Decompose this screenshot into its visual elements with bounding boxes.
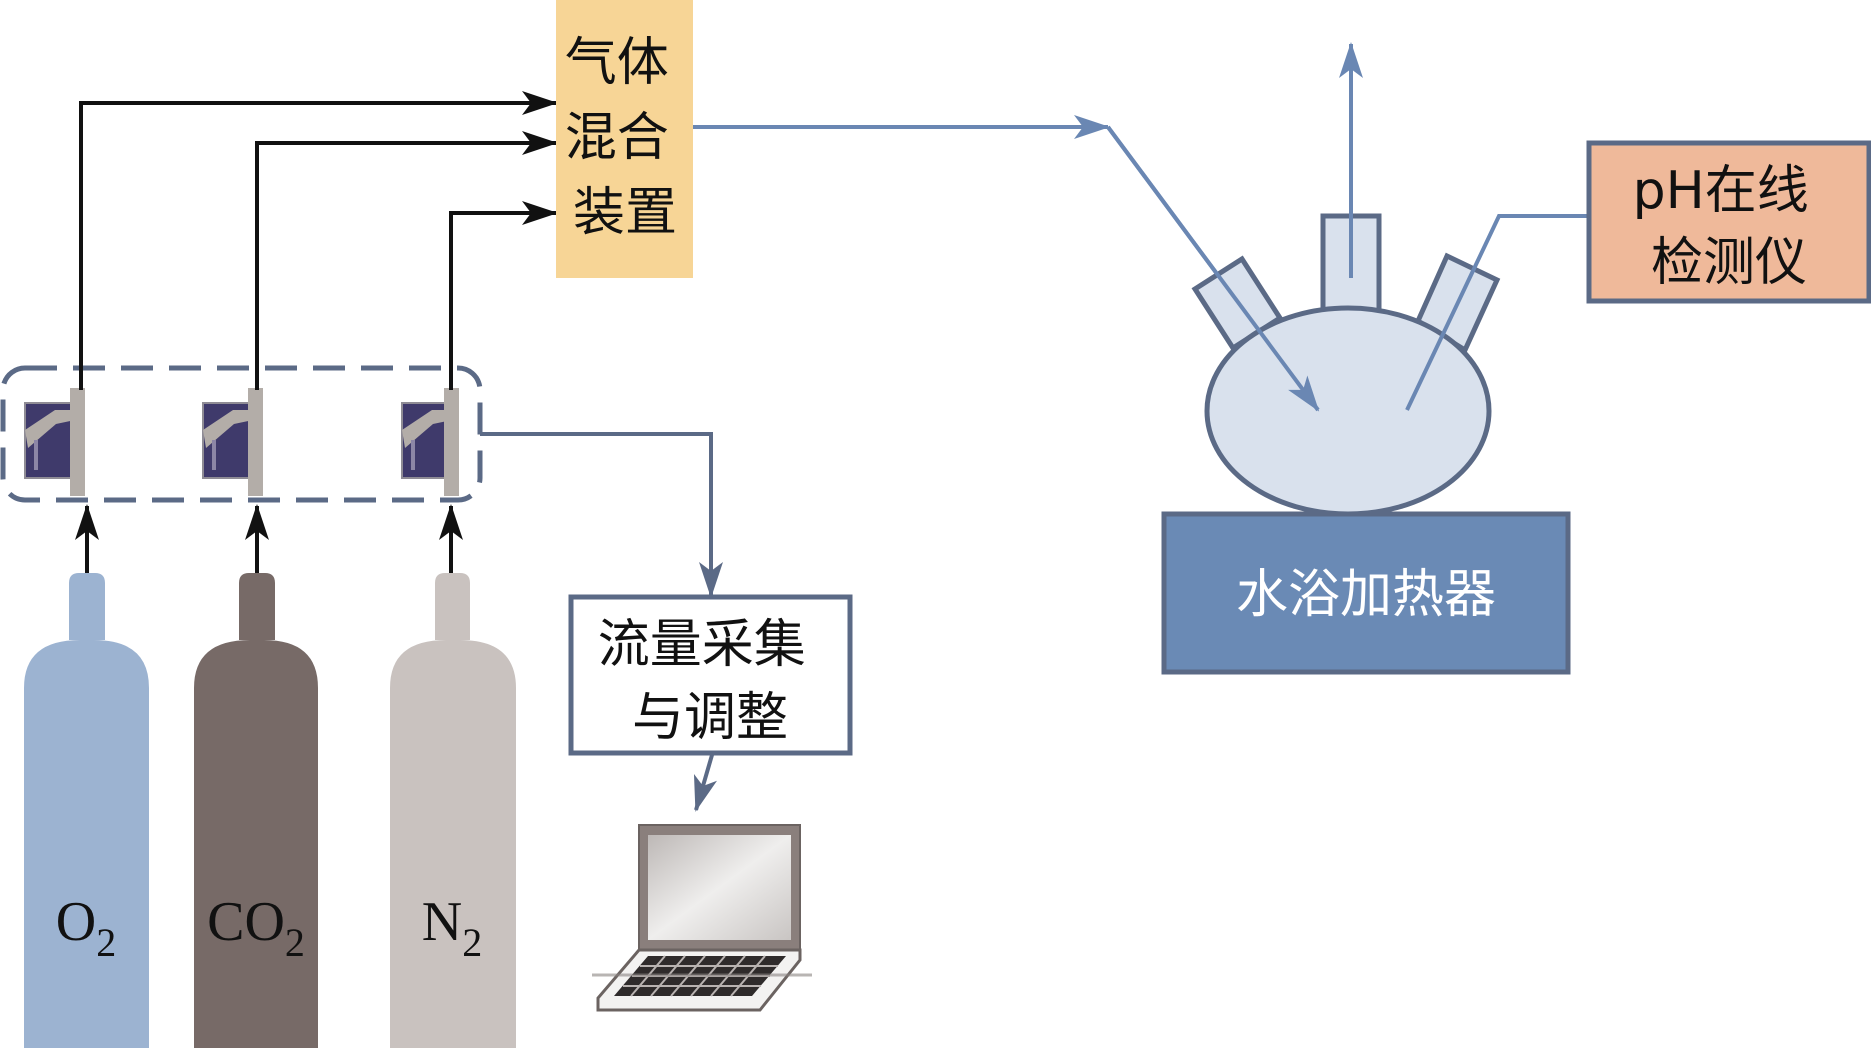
flask-inlet-line-overlay [1106, 125, 1320, 412]
flowmeter-indicator [34, 440, 38, 470]
flowmeter-connector [248, 388, 263, 496]
water-bath-heater[interactable]: 水浴加热器 [1161, 511, 1571, 675]
flow-acquisition-controller[interactable]: 流量采集 与调整 [568, 594, 853, 756]
flask-body [1204, 305, 1492, 517]
line-n2-to-mixer [449, 201, 558, 390]
cylinder-label: N2 [422, 891, 482, 965]
cylinder-body [390, 573, 516, 1048]
flowmeter-connector [70, 388, 85, 496]
flowmeter-to-mixer-lines [79, 91, 558, 390]
ph-online-meter[interactable]: pH在线 检测仪 [1586, 140, 1871, 304]
cylinder-label: CO2 [207, 891, 305, 965]
flowmeter-indicator [212, 440, 216, 470]
line-co2-to-mixer [255, 131, 558, 390]
ph-meter-box [1586, 140, 1871, 304]
flow-controller-label: 流量采集 与调整 [598, 615, 823, 748]
ph-probe-line [1405, 214, 1589, 411]
cylinder-label: O2 [56, 891, 116, 965]
flowmeter-n2[interactable] [401, 388, 459, 496]
heater-label: 水浴加热器 [1236, 565, 1496, 625]
flowmeter-connector [444, 388, 459, 496]
heater-box [1161, 511, 1571, 675]
flowmeter-o2[interactable] [24, 388, 85, 496]
flow-controller-box [568, 594, 853, 756]
cylinder-body [194, 573, 318, 1048]
flowmeter-indicator [411, 440, 415, 470]
flowmeter-stripe [203, 410, 253, 448]
flowmeter-stripe [402, 410, 452, 448]
ph-meter-label: pH在线 检测仪 [1633, 161, 1826, 293]
controller-to-computer-arrow [693, 754, 718, 812]
laptop-screen [648, 835, 791, 940]
flowmeter-stripe [25, 410, 75, 448]
line-o2-to-mixer [79, 91, 558, 390]
cylinder-to-flowmeter-arrows [75, 504, 463, 573]
gas-mixer-box [556, 0, 693, 278]
gas-cylinder-co2: CO2 [194, 573, 318, 1048]
three-neck-flask[interactable] [1191, 213, 1501, 517]
gas-mixer[interactable]: 气体 混合 装置 [556, 0, 693, 278]
flowmeter-to-controller-line [480, 432, 723, 598]
gas-cylinder-o2: O2 [24, 573, 149, 1048]
gas-mixer-label: 气体 混合 装置 [565, 33, 686, 243]
cylinder-body [24, 573, 149, 1048]
gas-cylinder-n2: N2 [390, 573, 516, 1048]
flowmeter-co2[interactable] [202, 388, 263, 496]
laptop-icon[interactable] [592, 824, 812, 1012]
